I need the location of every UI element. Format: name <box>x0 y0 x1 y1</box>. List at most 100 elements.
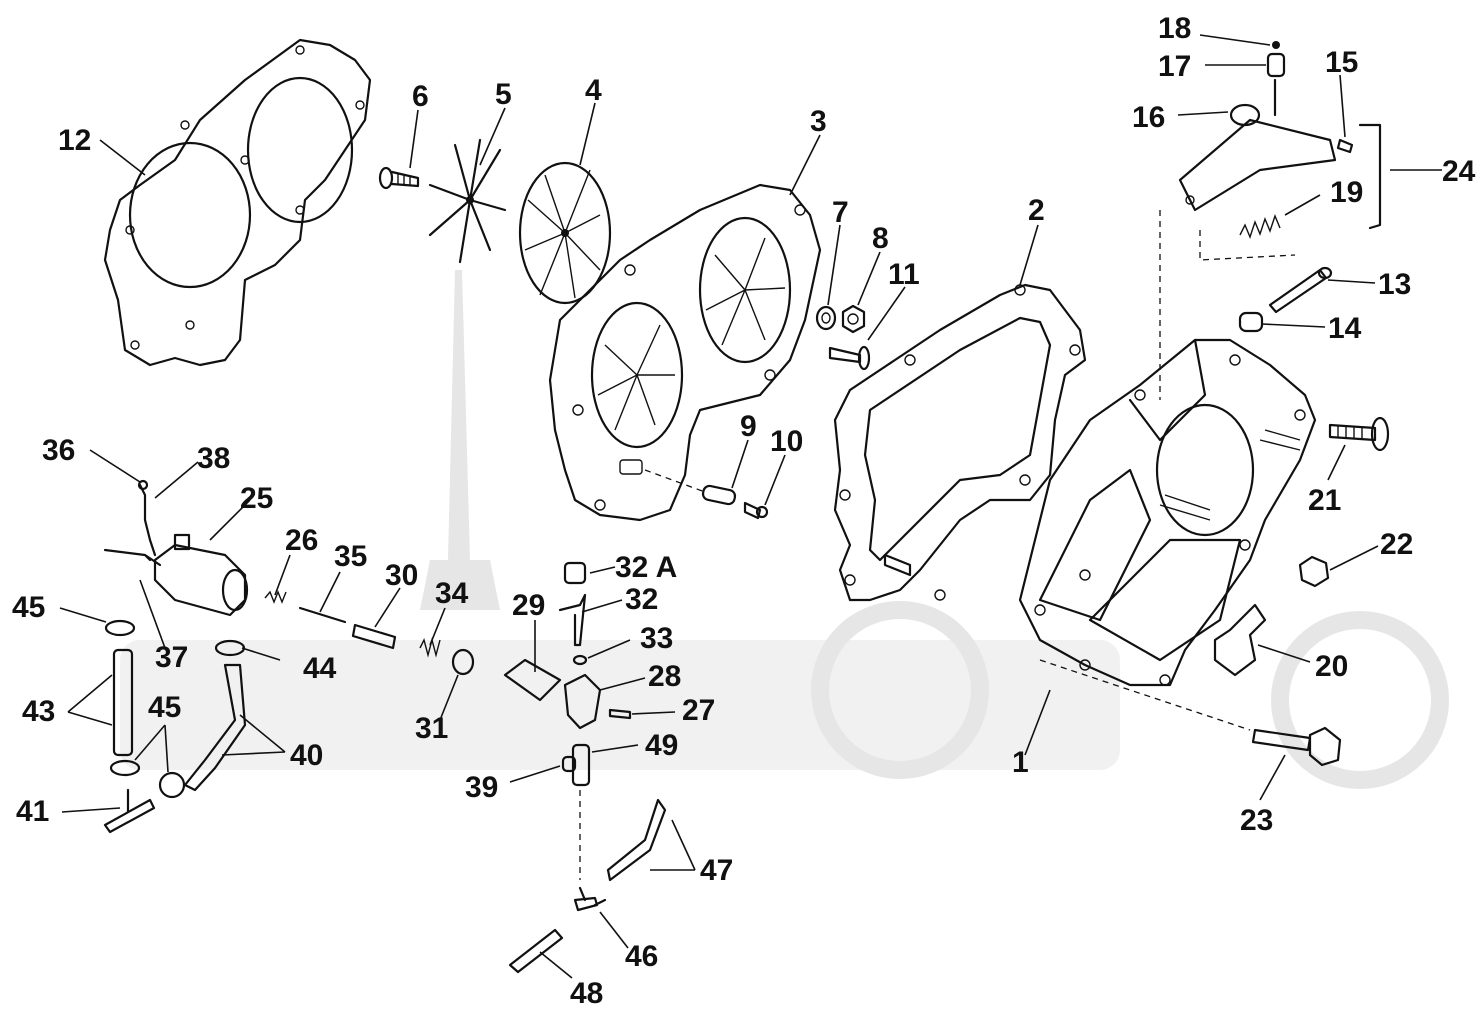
rod-35 <box>298 606 347 624</box>
callout-25: 25 <box>240 482 273 515</box>
callout-32a: 32 A <box>615 551 677 584</box>
callout-49: 49 <box>645 729 678 762</box>
hose-49 <box>571 743 591 787</box>
callout-8: 8 <box>872 222 889 255</box>
cap-32a <box>563 561 587 585</box>
callout-12: 12 <box>58 124 91 157</box>
reed-block-3 <box>548 183 822 522</box>
callout-47: 47 <box>700 854 733 887</box>
callout-24: 24 <box>1442 155 1476 188</box>
callout-14: 14 <box>1328 312 1362 345</box>
hose-43 <box>112 648 134 757</box>
screw-23 <box>1251 726 1342 767</box>
callout-45b: 45 <box>148 691 181 724</box>
hose-40 <box>183 663 247 792</box>
screw-27 <box>608 708 632 720</box>
callout-41: 41 <box>16 795 49 828</box>
terminal-36 <box>137 479 149 522</box>
washer-7 <box>815 305 837 331</box>
spring-26 <box>264 590 287 604</box>
callout-labels: 12 6 5 4 3 7 8 11 2 9 10 18 17 15 16 24 … <box>12 12 1476 1010</box>
rod-24 <box>1358 123 1382 230</box>
tee-46 <box>573 886 607 912</box>
ball-39 <box>561 755 577 773</box>
callout-11: 11 <box>888 258 920 291</box>
bracket-20 <box>1213 603 1267 677</box>
callout-45a: 45 <box>12 591 45 624</box>
callout-39: 39 <box>465 771 498 804</box>
callout-38: 38 <box>197 442 230 475</box>
callout-19: 19 <box>1330 176 1363 209</box>
alignment-line-9 <box>644 469 706 493</box>
nut-31 <box>451 648 475 676</box>
callout-30: 30 <box>385 559 418 592</box>
callout-44: 44 <box>303 652 337 685</box>
callout-27: 27 <box>682 694 715 727</box>
callout-4: 4 <box>585 74 602 107</box>
callout-28: 28 <box>648 660 681 693</box>
hose-48 <box>508 928 564 974</box>
spring-34 <box>419 637 441 658</box>
callout-46: 46 <box>625 940 658 973</box>
leader-lines <box>59 34 1442 979</box>
screw-11 <box>828 345 871 371</box>
callout-33: 33 <box>640 622 673 655</box>
spring-19 <box>1239 214 1281 239</box>
callout-40: 40 <box>290 739 323 772</box>
callout-43: 43 <box>22 695 55 728</box>
callout-29: 29 <box>512 589 545 622</box>
pin-9 <box>701 484 737 506</box>
callout-34: 34 <box>435 577 469 610</box>
callout-3: 3 <box>810 105 827 138</box>
alignment-line-spring <box>1199 230 1296 261</box>
callout-23: 23 <box>1240 804 1273 837</box>
callout-7: 7 <box>832 196 849 229</box>
connector-38 <box>143 518 157 557</box>
callout-26: 26 <box>285 524 318 557</box>
callout-35: 35 <box>334 540 367 573</box>
gasket-29 <box>503 658 562 702</box>
nut-22 <box>1298 555 1330 588</box>
callout-2: 2 <box>1028 194 1045 227</box>
pin-17 <box>1266 52 1286 117</box>
callout-36: 36 <box>42 434 75 467</box>
clamp-45-upper <box>104 619 136 637</box>
screw-6 <box>378 166 420 190</box>
callout-16: 16 <box>1132 101 1165 134</box>
callout-15: 15 <box>1325 46 1358 79</box>
callout-18: 18 <box>1158 12 1191 45</box>
reed-plate-4 <box>518 161 612 305</box>
callout-10: 10 <box>770 425 803 458</box>
ring-18 <box>1272 41 1280 49</box>
tee-41 <box>103 788 156 834</box>
screw-21 <box>1328 416 1390 452</box>
callout-20: 20 <box>1315 650 1348 683</box>
nut-8 <box>841 304 866 334</box>
callout-22: 22 <box>1380 528 1413 561</box>
callout-37: 37 <box>155 641 188 674</box>
o-ring-33 <box>572 654 588 666</box>
callout-17: 17 <box>1158 50 1191 83</box>
gasket-2 <box>833 283 1087 602</box>
screw-10 <box>743 501 769 520</box>
screw-13 <box>1268 266 1333 314</box>
lever-16 <box>1178 103 1337 212</box>
lead-37 <box>103 548 162 567</box>
pump-body-1 <box>1018 338 1317 687</box>
fitting-32 <box>558 593 587 647</box>
valve-body-28 <box>563 673 602 730</box>
solenoid-25 <box>153 533 249 617</box>
callout-48: 48 <box>570 977 603 1010</box>
callout-6: 6 <box>412 80 429 113</box>
gasket-12 <box>103 38 372 367</box>
callout-9: 9 <box>740 410 757 443</box>
callout-21: 21 <box>1308 484 1341 517</box>
callout-1: 1 <box>1012 746 1029 779</box>
watermark-logo <box>120 270 1449 789</box>
hose-47 <box>606 798 667 882</box>
alignment-line-23 <box>1039 659 1251 731</box>
reed-5 <box>428 138 507 264</box>
callout-31: 31 <box>415 712 448 745</box>
plug-14 <box>1238 311 1264 333</box>
